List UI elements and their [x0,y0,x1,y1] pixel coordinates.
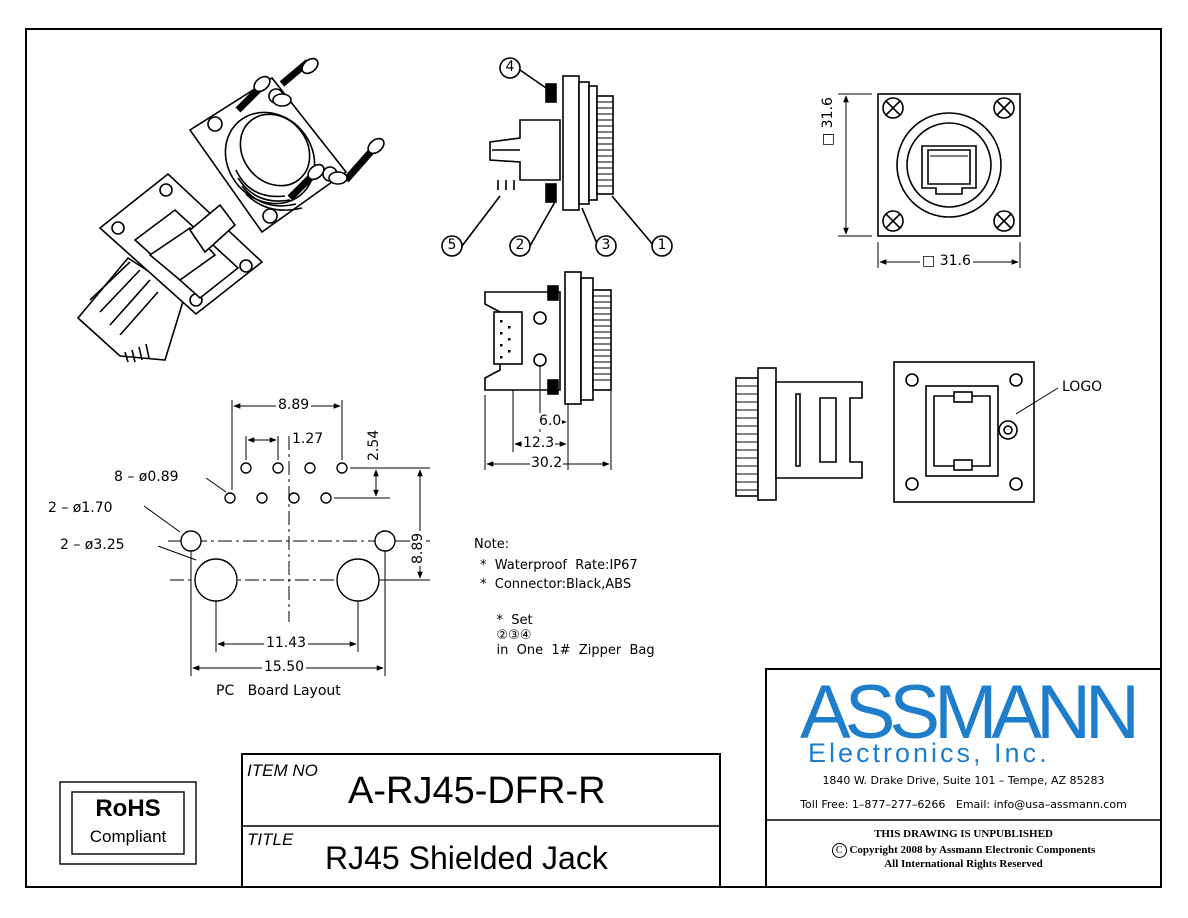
notice-rights: All International Rights Reserved [884,858,1043,870]
rear-face-view [893,361,1059,503]
logo-callout: LOGO [1062,379,1103,395]
note-line-3: * Set ②③④ in One 1# Zipper Bag [496,613,655,658]
company-address: 1840 W. Drake Drive, Suite 101 – Tempe, … [822,774,1105,787]
note-line-1: * Waterproof Rate:IP67 [480,558,638,573]
company-logo-subtitle: Electronics, Inc. [808,738,1050,768]
notice-copyright: C Copyright 2008 by Assmann Electronic C… [768,843,1159,858]
dim-6-0: 6.0 [538,413,563,429]
screw-1 [235,75,271,113]
item-no-value: A-RJ45-DFR-R [348,770,606,812]
rohs-compliant: Compliant [89,827,167,846]
notice-unpublished: THIS DRAWING IS UNPUBLISHED [874,828,1053,840]
note-circled-parts: ②③④ [496,628,532,643]
square-symbol-v: □ [820,132,836,146]
item-no-label: ITEM NO [247,761,318,780]
balloon-4 [499,57,521,79]
pcb-callout-2-large: 2 – ø3.25 [60,537,125,553]
balloon-1 [651,235,673,257]
balloon-1-label: 1 [657,237,667,253]
dim-30-2: 30.2 [530,455,564,471]
balloon-2 [509,235,531,257]
side-view [441,57,673,257]
company-block-frame [765,668,1162,888]
isometric-view [76,57,385,363]
notes-heading: Note: [474,537,510,552]
front-screw-bl [882,210,904,232]
front-view [838,93,1021,268]
square-symbol-h: □ [922,253,936,269]
screw-2 [279,57,319,87]
company-logo-name: ASSMANN [800,670,1140,755]
title-value: RJ45 Shielded Jack [325,840,608,876]
pcb-dim-2-54: 2.54 [366,427,382,463]
front-screw-br [993,210,1015,232]
rohs-inner-frame [71,791,185,855]
pcb-dim-1-27: 1.27 [290,431,326,447]
title-block-frame [241,753,721,888]
pcb-dim-11-43: 11.43 [264,635,309,651]
rohs-label: RoHS [95,795,161,822]
front-screw-tr [993,97,1015,119]
pcb-dim-8-89-top: 8.89 [276,397,312,413]
screw-3 [287,163,325,201]
pcb-dim-15-50: 15.50 [262,659,307,675]
balloon-5-label: 5 [447,237,457,253]
balloon-3-label: 3 [601,237,611,253]
front-screw-tl [882,97,904,119]
dim-31-6-vertical: □ 31.6 [820,95,836,148]
dim-31-6-horizontal: □ 31.6 [920,253,973,269]
company-contact: Toll Free: 1–877–277–6266 Email: info@us… [800,798,1127,811]
balloon-5 [441,235,463,257]
rear-side-view [735,367,863,501]
lower-side-view [484,271,612,470]
balloon-3 [595,235,617,257]
copyright-icon: C [831,843,847,858]
pcb-caption: PC Board Layout [216,683,341,699]
screw-4 [343,137,385,183]
balloon-2-label: 2 [515,237,525,253]
pcb-callout-2-small: 2 – ø1.70 [48,500,113,516]
note-line-2: * Connector:Black,ABS [480,577,632,592]
rohs-frame [59,781,197,865]
dim-12-3: 12.3 [522,435,556,451]
balloon-4-label: 4 [505,59,515,75]
pcb-layout [143,400,430,676]
title-label: TITLE [247,830,294,849]
pcb-dim-8-89-right: 8.89 [410,530,426,566]
pcb-callout-8-holes: 8 – ø0.89 [114,469,179,485]
